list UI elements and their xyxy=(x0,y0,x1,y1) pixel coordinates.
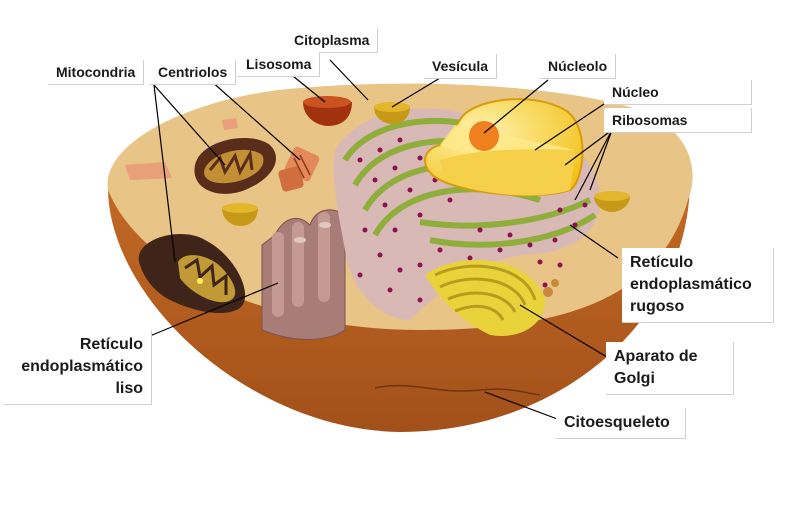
label-reticulo-rugoso-line3: rugoso xyxy=(630,298,685,315)
label-citoplasma: Citoplasma xyxy=(286,28,379,53)
label-reticulo-liso: Retículo endoplasmático liso xyxy=(4,330,152,405)
label-golgi-line1: Aparato de xyxy=(614,348,698,365)
label-nucleo: Núcleo xyxy=(604,80,752,105)
label-nucleolo: Núcleolo xyxy=(540,54,617,79)
label-reticulo-rugoso: Retículo endoplasmático rugoso xyxy=(622,248,774,323)
cytoskeleton-fiber xyxy=(374,384,541,396)
nucleolus xyxy=(469,121,499,151)
cytoplasm-inclusion xyxy=(125,162,172,180)
label-reticulo-liso-line2: endoplasmático xyxy=(21,358,143,375)
label-mitocondria: Mitocondria xyxy=(48,60,145,85)
nucleus xyxy=(424,98,584,197)
label-reticulo-liso-line1: Retículo xyxy=(79,336,143,353)
label-golgi-line2: Golgi xyxy=(614,370,655,387)
label-golgi: Aparato de Golgi xyxy=(606,342,734,395)
label-vesicula: Vesícula xyxy=(424,54,498,79)
golgi-apparatus xyxy=(425,260,559,336)
label-reticulo-rugoso-line2: endoplasmático xyxy=(630,276,752,293)
label-centriolos: Centriolos xyxy=(150,60,237,85)
label-reticulo-liso-line3: liso xyxy=(115,380,143,397)
smooth-er xyxy=(261,209,346,340)
centrioles xyxy=(278,146,320,192)
cytoplasm-inclusion-small xyxy=(222,118,238,130)
leader-lines xyxy=(144,59,619,421)
label-ribosomas: Ribosomas xyxy=(604,108,752,133)
vesicle-left xyxy=(222,203,258,226)
lysosome xyxy=(303,96,352,126)
label-lisosoma: Lisosoma xyxy=(238,52,321,77)
mitochondrion-lower xyxy=(138,234,246,314)
label-reticulo-rugoso-line1: Retículo xyxy=(630,254,694,271)
label-citoesqueleto: Citoesqueleto xyxy=(556,408,686,439)
vesicle-right xyxy=(594,191,630,212)
